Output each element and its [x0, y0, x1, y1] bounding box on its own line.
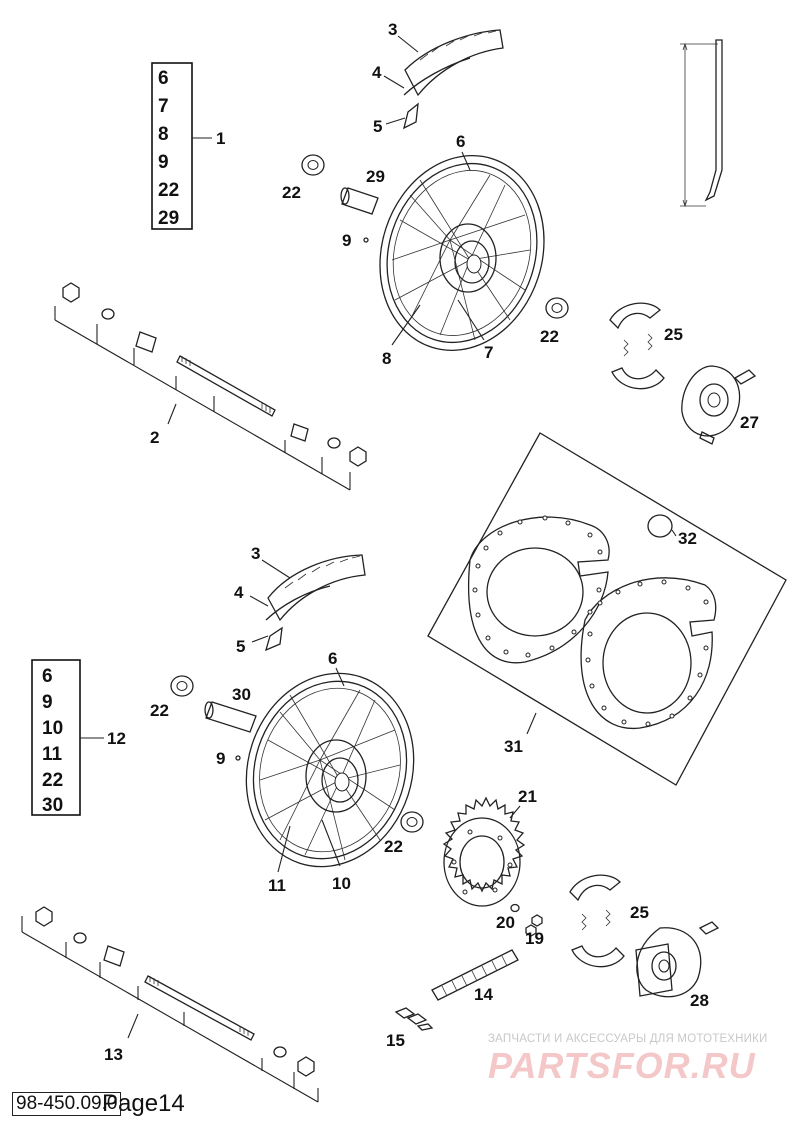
callout-31: 31: [504, 737, 523, 756]
front-brake-shoes: [609, 302, 665, 390]
rear-brake-shoes: [569, 874, 625, 968]
callout-2: 2: [150, 428, 159, 447]
callout-6: 6: [328, 649, 337, 668]
rear-kit-item: 30: [42, 795, 63, 816]
callout-4: 4: [372, 63, 382, 82]
callout-14: 14: [474, 985, 493, 1004]
watermark-logo: PARTSFOR.RU: [488, 1045, 756, 1086]
rear-kit-item: 10: [42, 718, 63, 739]
callout-25: 25: [664, 325, 683, 344]
spoke-tool: [680, 39, 723, 208]
callout-22: 22: [540, 327, 559, 346]
page-title: Page14: [102, 1090, 185, 1117]
front-bearing-right: [545, 297, 569, 319]
callout-32: 32: [678, 529, 697, 548]
callout-21: 21: [518, 787, 537, 806]
callout-5: 5: [236, 637, 245, 656]
rear-sprocket: [442, 796, 526, 907]
callout-13: 13: [104, 1045, 123, 1064]
callout-9: 9: [216, 749, 225, 768]
rear-kit-item: 22: [42, 770, 63, 791]
rear-kit-item: 9: [42, 692, 53, 713]
rear-bearing-right: [400, 811, 424, 833]
front-bearing-left: [301, 154, 325, 176]
callout-10: 10: [332, 874, 351, 893]
drive-chain: [431, 949, 519, 1001]
rear-brake-plate: [635, 921, 720, 998]
front-axle-group: [54, 282, 367, 491]
rear-tire-section: [264, 554, 366, 652]
front-kit-item: 9: [158, 152, 169, 173]
rear-wheel: [245, 667, 415, 868]
sprocket-nut-washer: [510, 903, 543, 937]
front-kit-number: 1: [216, 129, 225, 148]
front-brake-plate: [681, 365, 757, 445]
front-wheel: [379, 151, 545, 351]
front-kit-item: 8: [158, 124, 169, 145]
document-code: 98-450.09.0: [12, 1092, 122, 1116]
callout-3: 3: [388, 20, 397, 39]
callout-8: 8: [382, 349, 391, 368]
callout-3: 3: [251, 544, 260, 563]
rear-spacer: [204, 701, 257, 733]
front-kit-item: 7: [158, 96, 169, 117]
callout-11: 11: [268, 876, 286, 895]
rear-kit-item: 11: [42, 744, 63, 765]
front-kit-item: 22: [158, 180, 179, 201]
callout-25: 25: [630, 903, 649, 922]
callout-7: 7: [484, 343, 493, 362]
front-kit-item: 29: [158, 208, 179, 229]
callout-20: 20: [496, 913, 515, 932]
callout-28: 28: [690, 991, 709, 1010]
rear-kit-box: 6 9 10 11 22 30 12: [31, 659, 126, 816]
front-kit-item: 6: [158, 68, 169, 89]
chain-master-link: [394, 1007, 434, 1031]
disc-panel: [427, 432, 787, 786]
callout-22: 22: [150, 701, 169, 720]
rear-axle-group: [21, 906, 319, 1103]
front-tire-section: [403, 29, 504, 130]
rear-bearing-left: [170, 675, 194, 697]
callout-19: 19: [525, 929, 544, 948]
watermark-tagline: ЗАПЧАСТИ И АКСЕССУАРЫ ДЛЯ МОТОТЕХНИКИ: [488, 1033, 768, 1045]
rear-kit-item: 6: [42, 666, 53, 687]
front-kit-box: 6 7 8 9 22 29 1: [151, 62, 225, 230]
rear-kit-number: 12: [107, 729, 126, 748]
callout-22: 22: [384, 837, 403, 856]
callout-15: 15: [386, 1031, 405, 1050]
callout-9: 9: [342, 231, 351, 250]
callout-5: 5: [373, 117, 382, 136]
callout-29: 29: [366, 167, 385, 186]
callout-30: 30: [232, 685, 251, 704]
callout-22: 22: [282, 183, 301, 202]
front-spacer: [340, 187, 379, 215]
callout-4: 4: [234, 583, 244, 602]
callout-27: 27: [740, 413, 759, 432]
callout-6: 6: [456, 132, 465, 151]
